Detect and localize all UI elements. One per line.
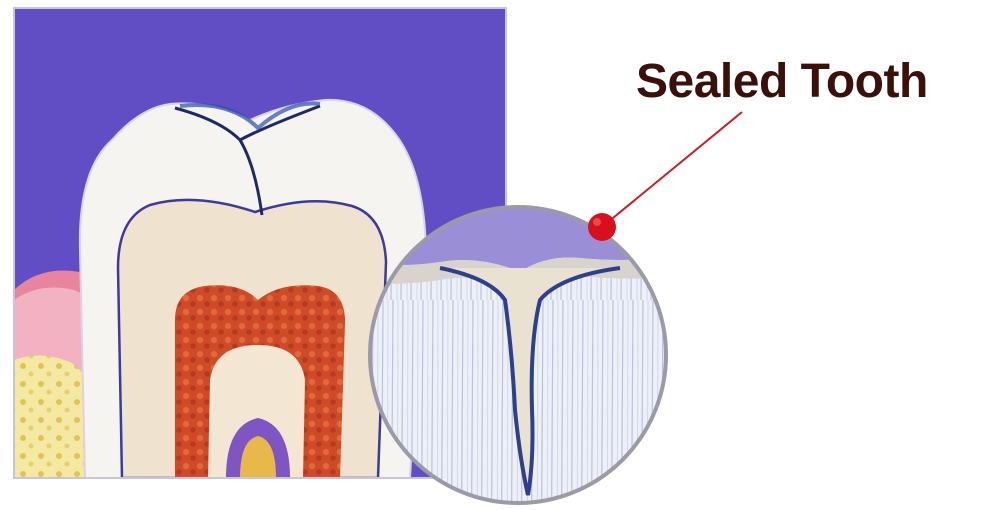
magnified-fissure-view — [370, 207, 666, 503]
callout-line — [602, 112, 742, 227]
sealed-tooth-label: Sealed Tooth — [636, 52, 928, 112]
callout-dot — [588, 213, 616, 241]
